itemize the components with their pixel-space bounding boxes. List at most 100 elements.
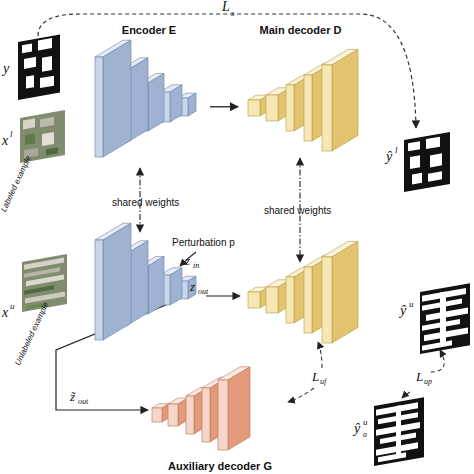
feature-subscript: in <box>193 262 199 270</box>
shared-weights-note: shared weights <box>112 198 179 208</box>
feature-subscript: out <box>198 288 208 296</box>
block-front-face <box>218 380 228 450</box>
segmentation-mask <box>420 283 470 354</box>
aerial-feature <box>46 147 58 155</box>
block-side-face <box>170 268 182 305</box>
block-front-face <box>322 65 332 151</box>
block-front-face <box>186 396 194 434</box>
prediction-symbol: ŷ <box>354 422 360 436</box>
layer-block <box>218 367 250 450</box>
block-side-face <box>188 93 196 116</box>
block-side-face <box>103 223 131 340</box>
block-side-face <box>332 241 358 343</box>
layer-block <box>248 287 268 308</box>
feature-symbol: z <box>185 254 190 267</box>
block-front-face <box>304 267 312 333</box>
layer-block <box>322 241 358 343</box>
example-caption: Labeled example <box>0 155 33 214</box>
network-blocks <box>95 40 358 450</box>
mask-building <box>26 75 34 88</box>
module-title: Main decoder D <box>238 24 363 36</box>
network-module: Main decoder D <box>238 20 363 160</box>
loss-arc <box>38 14 416 128</box>
image-symbol: x <box>2 306 8 320</box>
block-front-face <box>248 292 260 308</box>
prediction-superscript: l <box>395 146 398 155</box>
block-side-face <box>332 49 358 151</box>
mask-building <box>422 340 452 350</box>
shared-weights-note: shared weights <box>264 206 331 216</box>
prediction-subscript: a <box>363 431 367 439</box>
mask-background <box>18 35 60 100</box>
loss-subscript: s <box>231 9 235 18</box>
example-images <box>18 35 470 466</box>
block-side-face <box>188 276 196 299</box>
layer-block <box>322 49 358 151</box>
aerial-feature <box>24 267 60 277</box>
block-side-face <box>170 85 182 122</box>
loss-subscript: up <box>424 378 432 386</box>
mask-building <box>38 38 52 50</box>
block-front-face <box>322 257 332 343</box>
block-front-face <box>95 240 103 340</box>
feature-symbol: z̃ <box>70 390 75 403</box>
prediction-symbol: ŷ <box>386 150 392 164</box>
aerial-feature <box>24 285 54 294</box>
mask-building <box>410 155 420 169</box>
loss-arrow <box>402 392 410 398</box>
loss-symbol: L <box>312 370 319 383</box>
feature-subscript: out <box>78 398 88 406</box>
mask-background <box>374 397 424 466</box>
data-flow-arrow <box>210 106 238 107</box>
loss-subscript: uf <box>320 378 326 386</box>
aerial-feature <box>26 275 64 287</box>
prediction-symbol: ŷ <box>400 304 406 318</box>
block-side-face <box>148 256 164 314</box>
layer-block <box>95 223 131 340</box>
mask-building <box>426 137 440 149</box>
layer-block <box>152 404 169 422</box>
mask-building <box>42 56 52 72</box>
block-front-face <box>168 404 178 426</box>
mask-building <box>40 76 54 88</box>
mask-background <box>420 283 470 354</box>
label-symbol: y <box>3 62 9 76</box>
loss-arrow <box>318 342 322 368</box>
loss-symbol: L <box>416 370 423 383</box>
aerial-feature <box>23 118 35 129</box>
block-side-face <box>148 73 164 131</box>
loss-arrow <box>430 350 444 372</box>
image-superscript: u <box>10 302 15 311</box>
mask-building <box>428 171 442 181</box>
layer-block <box>248 95 268 116</box>
mask-building <box>22 44 32 54</box>
feature-arrow <box>206 295 240 296</box>
block-front-face <box>304 75 312 141</box>
block-side-face <box>103 40 131 157</box>
mask-building <box>378 452 406 462</box>
mask-building <box>440 291 446 346</box>
aerial-feature <box>40 117 54 127</box>
layer-block <box>168 398 188 426</box>
loss-arrow <box>288 388 314 402</box>
block-front-face <box>266 95 278 121</box>
layer-block <box>95 40 131 157</box>
mask-background <box>404 132 450 192</box>
aerial-feature <box>25 133 35 145</box>
prediction-superscript: u <box>363 418 368 427</box>
mask-building <box>412 173 422 185</box>
block-side-face <box>228 367 250 450</box>
mask-building <box>24 57 36 69</box>
segmentation-mask <box>404 132 450 192</box>
loss-symbol: L <box>222 0 230 14</box>
network-module: Encoder E <box>88 20 210 160</box>
segmentation-mask <box>18 35 60 100</box>
block-front-face <box>95 57 103 157</box>
module-title: Auxiliary decoder G <box>140 460 300 472</box>
block-front-face <box>286 277 294 323</box>
network-module: Auxiliary decoder G <box>140 352 300 472</box>
block-front-face <box>152 408 162 422</box>
block-front-face <box>286 85 294 131</box>
module-title: Encoder E <box>88 24 210 36</box>
block-front-face <box>248 100 260 116</box>
